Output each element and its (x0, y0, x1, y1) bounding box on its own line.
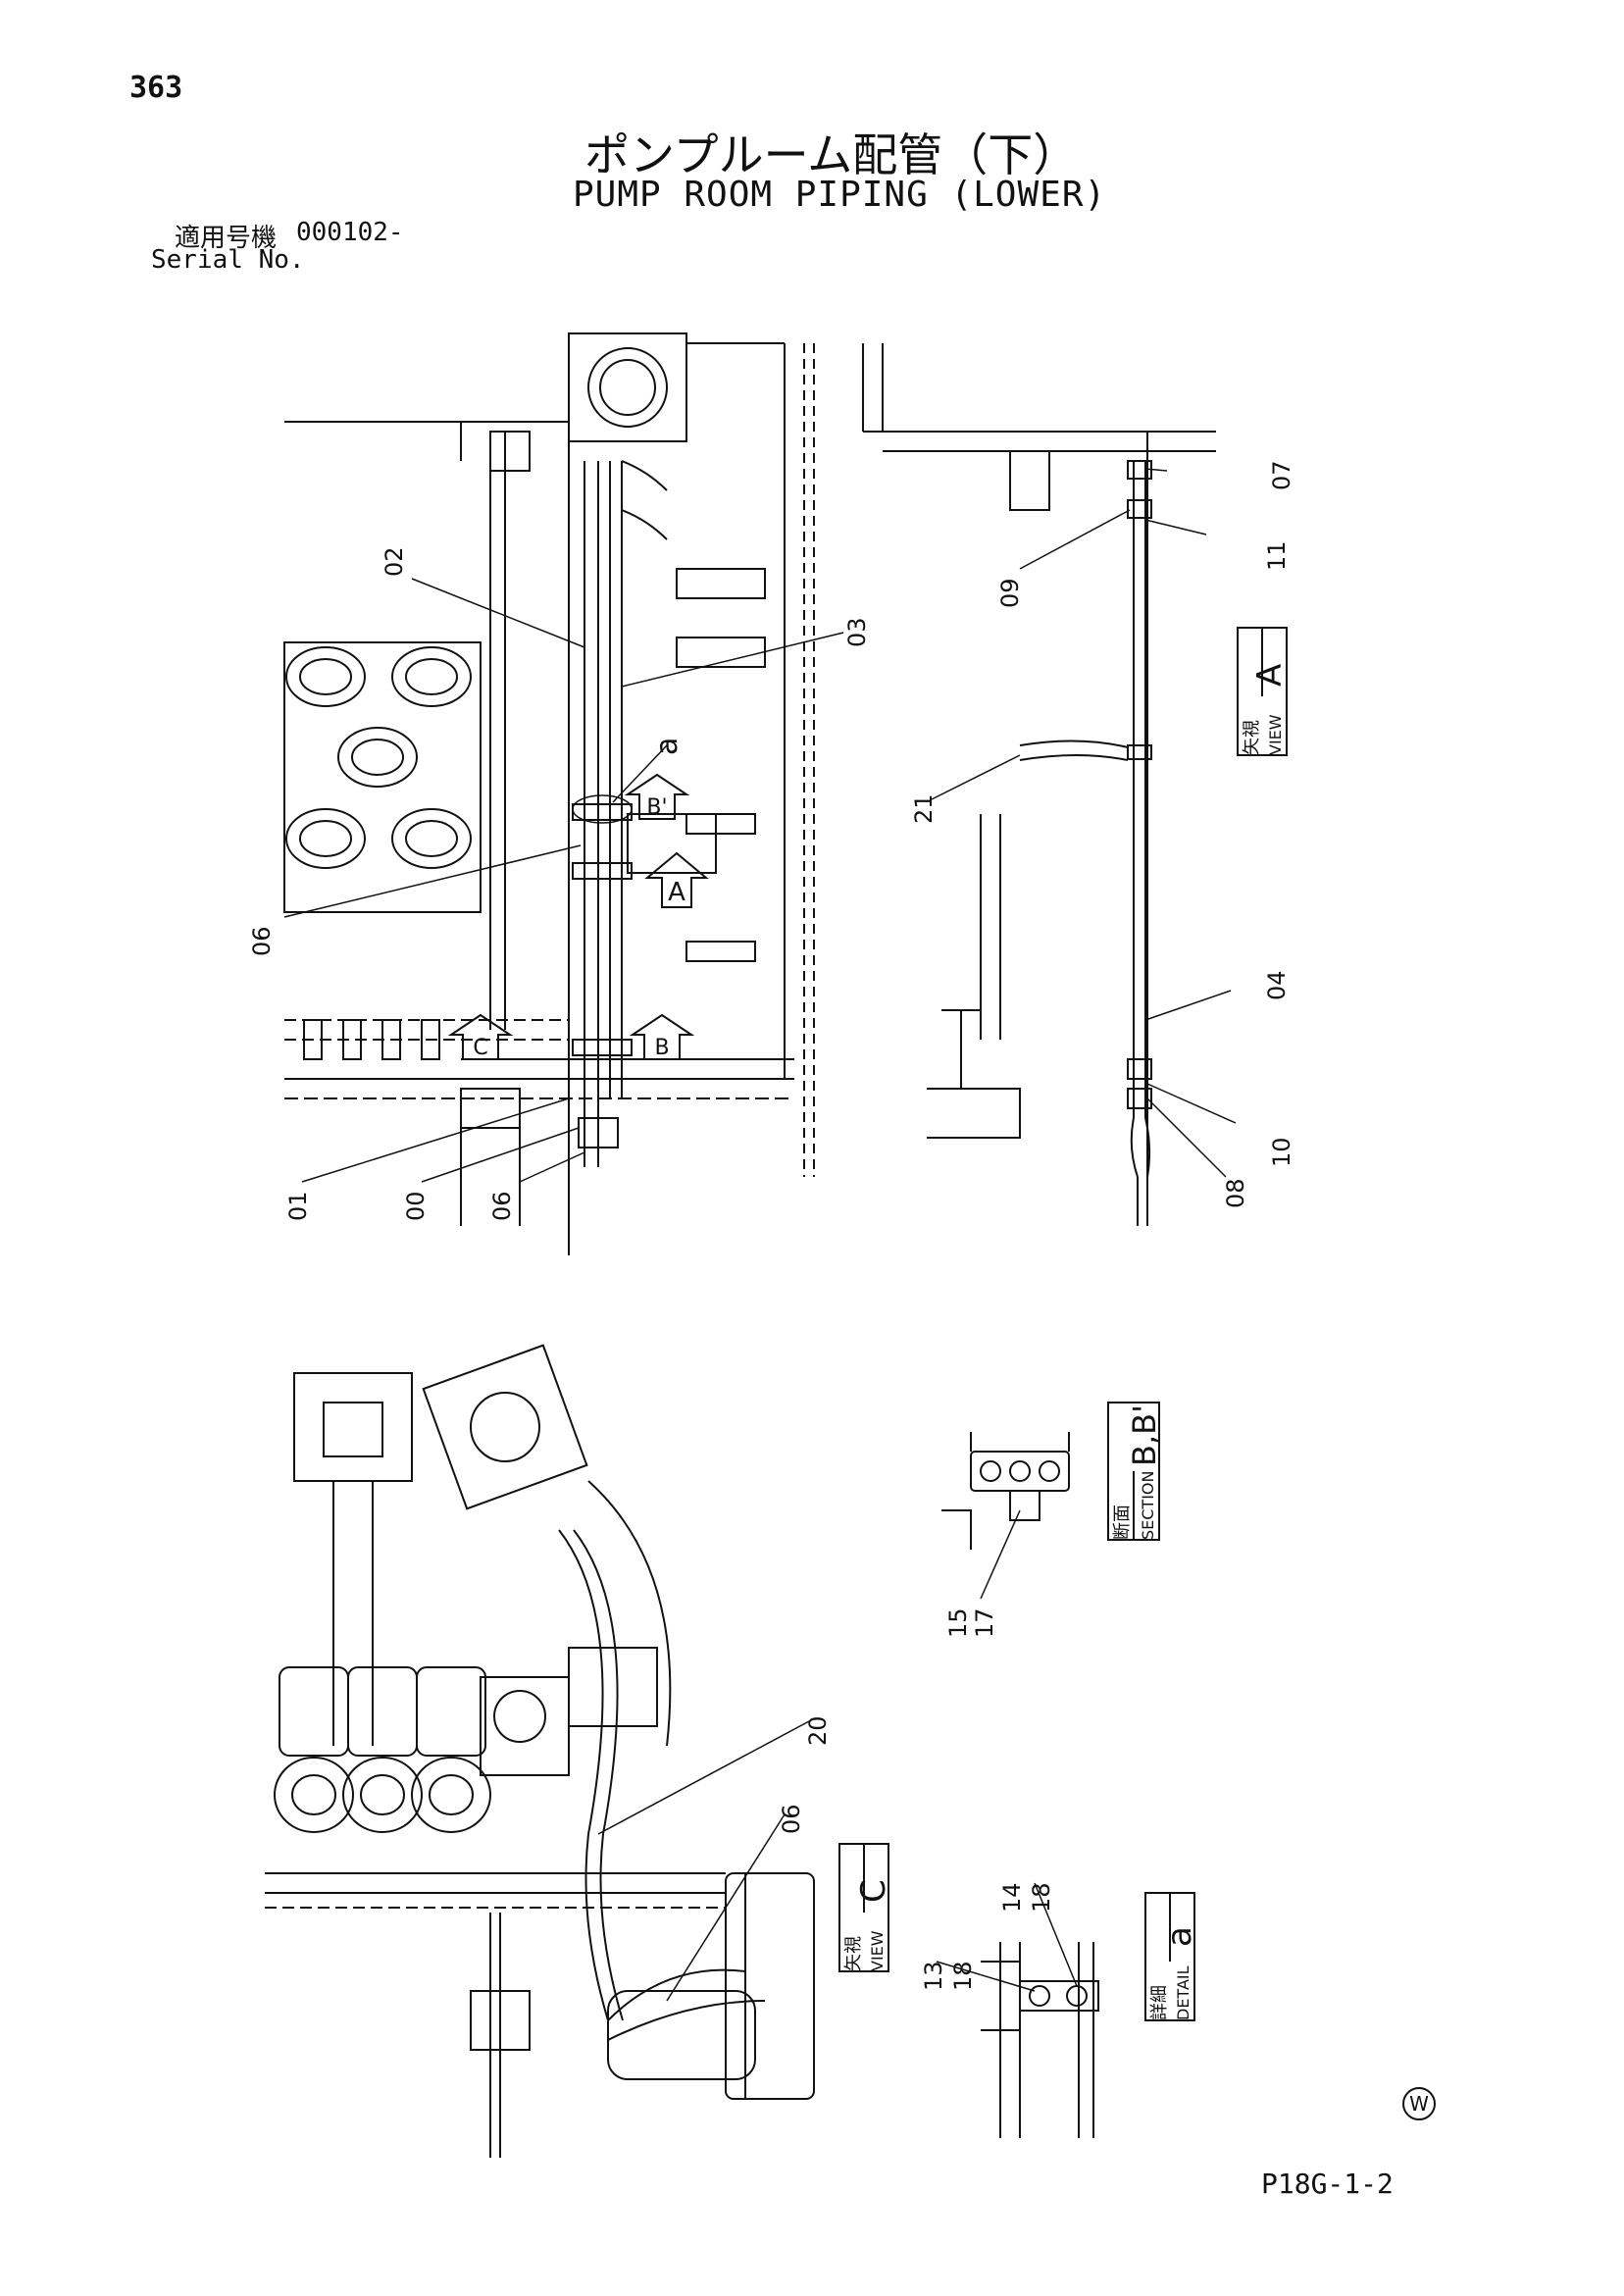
view-a-drawing (862, 343, 1216, 1226)
part-detail-a: a (650, 738, 685, 755)
arrow-marker-b-lower-label: B (654, 1036, 669, 1060)
arrow-marker-b-prime (624, 773, 690, 820)
detail-a-jp: 詳細 (1149, 1985, 1170, 2020)
arrow-marker-b-prime-label: B' (646, 795, 667, 820)
part-04: 04 (1263, 970, 1291, 1000)
part-17: 17 (971, 1607, 998, 1638)
view-c-en: VIEW (868, 1930, 887, 1971)
detail-a-en: DETAIL (1174, 1965, 1193, 2020)
page-number: 363 (129, 71, 183, 105)
part-07: 07 (1268, 460, 1295, 490)
detail-a-drawing (981, 1942, 1099, 2138)
part-06-middle: 06 (488, 1191, 516, 1221)
section-b-drawing (941, 1432, 1070, 1550)
part-02: 02 (381, 546, 408, 577)
title-japanese: ポンプルーム配管（下） (584, 128, 1079, 181)
part-00: 00 (402, 1191, 430, 1221)
title-english: PUMP ROOM PIPING (LOWER) (573, 175, 1107, 215)
part-18-right: 18 (1028, 1882, 1055, 1913)
serial-label-english: Serial No. (151, 245, 305, 275)
view-c-drawing (265, 1344, 815, 2158)
part-01: 01 (284, 1191, 312, 1221)
view-c-letter: C (854, 1879, 893, 1903)
view-a-jp: 矢視 (1242, 720, 1262, 755)
part-10: 10 (1268, 1137, 1295, 1167)
serial-label-japanese: 適用号機 (175, 224, 278, 253)
view-a-label: 矢視 VIEW A (1242, 664, 1290, 755)
section-b-letter: B,B' (1126, 1404, 1163, 1466)
arrow-marker-c (447, 1013, 514, 1060)
view-a-letter: A (1250, 664, 1290, 687)
part-08: 08 (1222, 1178, 1249, 1208)
detail-a-label: 詳細 DETAIL a (1149, 1926, 1199, 2020)
arrow-marker-b-lower (629, 1013, 695, 1060)
section-b-label: 断面 SECTION B,B' (1112, 1404, 1163, 1540)
detail-a-letter: a (1160, 1926, 1199, 1947)
part-06-lower: 06 (778, 1804, 805, 1834)
part-21: 21 (910, 793, 938, 824)
upper-plan-view (283, 332, 815, 1255)
section-b-en: SECTION (1139, 1471, 1157, 1541)
arrow-marker-a-upper (644, 851, 709, 908)
part-06-upper: 06 (248, 926, 276, 956)
part-18-left: 18 (949, 1961, 977, 1991)
part-20: 20 (804, 1715, 832, 1746)
view-a-en: VIEW (1266, 714, 1285, 755)
arrow-marker-c-label: C (473, 1036, 487, 1060)
part-03: 03 (843, 617, 871, 647)
serial-number-value: 000102- (296, 218, 404, 247)
arrow-marker-a-upper-label: A (668, 878, 685, 907)
part-11: 11 (1263, 540, 1291, 571)
part-13: 13 (920, 1961, 947, 1991)
view-c-label: 矢視 VIEW C (843, 1879, 893, 1971)
drawing-code: P18G-1-2 (1261, 2168, 1394, 2200)
part-15: 15 (944, 1607, 972, 1638)
view-c-jp: 矢視 (843, 1936, 864, 1971)
section-b-jp: 断面 (1112, 1505, 1133, 1540)
part-14: 14 (998, 1882, 1026, 1913)
w-mark-symbol: W (1402, 2087, 1436, 2120)
part-09: 09 (996, 578, 1024, 608)
